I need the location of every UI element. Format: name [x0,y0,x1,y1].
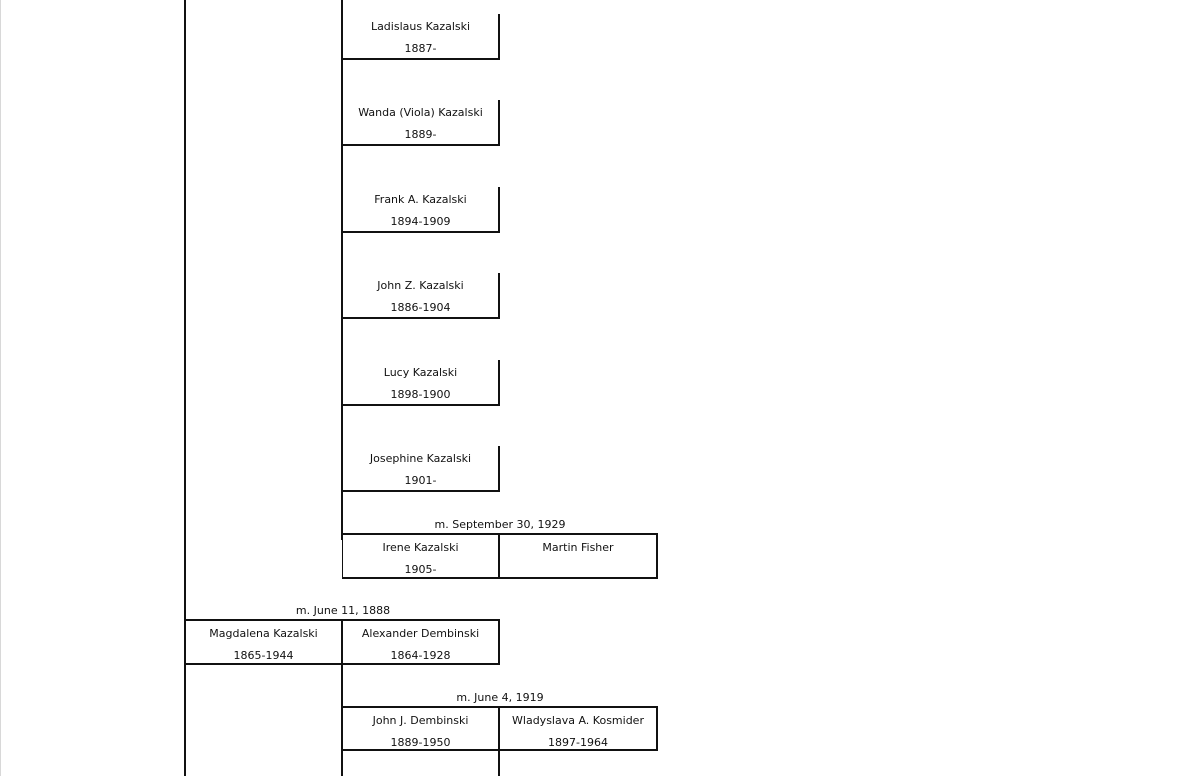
person-dates: 1894-1909 [390,215,451,228]
person-name: John Z. Kazalski [377,279,464,292]
person-name: Frank A. Kazalski [374,193,467,206]
person-box[interactable]: Ladislaus Kazalski 1887- [342,14,500,60]
marriage-date: m. June 4, 1919 [456,691,544,704]
spouse-box[interactable]: Martin Fisher [500,533,658,579]
person-box[interactable]: John Z. Kazalski 1886-1904 [342,273,500,319]
person-box[interactable]: Magdalena Kazalski 1865-1944 [185,619,343,665]
branch-line-kazalski-children [341,0,343,540]
person-name: Ladislaus Kazalski [370,20,471,33]
person-name: Magdalena Kazalski [209,627,318,640]
page-edge [0,0,1,776]
spouse-box[interactable]: Wladyslava A. Kosmider 1897-1964 [500,706,658,751]
spouse-name: Alexander Dembinski [361,627,480,640]
person-name: Lucy Kazalski [383,366,458,379]
person-box[interactable]: Lucy Kazalski 1898-1900 [342,360,500,406]
person-box[interactable]: Frank A. Kazalski 1894-1909 [342,187,500,233]
person-box[interactable]: Irene Kazalski 1905- [342,533,500,579]
spouse-dates: 1897-1964 [548,736,608,749]
spouse-box[interactable]: Alexander Dembinski 1864-1928 [343,619,500,665]
person-dates: 1898-1900 [390,388,451,401]
person-dates: 1886-1904 [390,301,451,314]
person-name: Josephine Kazalski [369,452,472,465]
person-box[interactable]: Wanda (Viola) Kazalski 1889- [342,100,500,146]
spouse-dates: 1864-1928 [390,649,451,662]
person-dates: 1905- [404,563,437,576]
person-dates: 1865-1944 [233,649,294,662]
spouse-name: Martin Fisher [542,541,614,554]
trunk-line [184,0,186,776]
person-name: John J. Dembinski [372,714,469,727]
person-box[interactable]: John J. Dembinski 1889-1950 [342,706,500,751]
spouse-name: Wladyslava A. Kosmider [512,714,644,727]
person-dates: 1901- [404,474,437,487]
person-name: Irene Kazalski [382,541,459,554]
person-dates: 1887- [404,42,437,55]
person-dates: 1889- [404,128,437,141]
continuation-line [498,748,500,776]
person-dates: 1889-1950 [390,736,451,749]
person-box[interactable]: Josephine Kazalski 1901- [342,446,500,492]
marriage-date: m. September 30, 1929 [434,518,566,531]
marriage-date: m. June 11, 1888 [295,604,391,617]
person-name: Wanda (Viola) Kazalski [358,106,483,119]
